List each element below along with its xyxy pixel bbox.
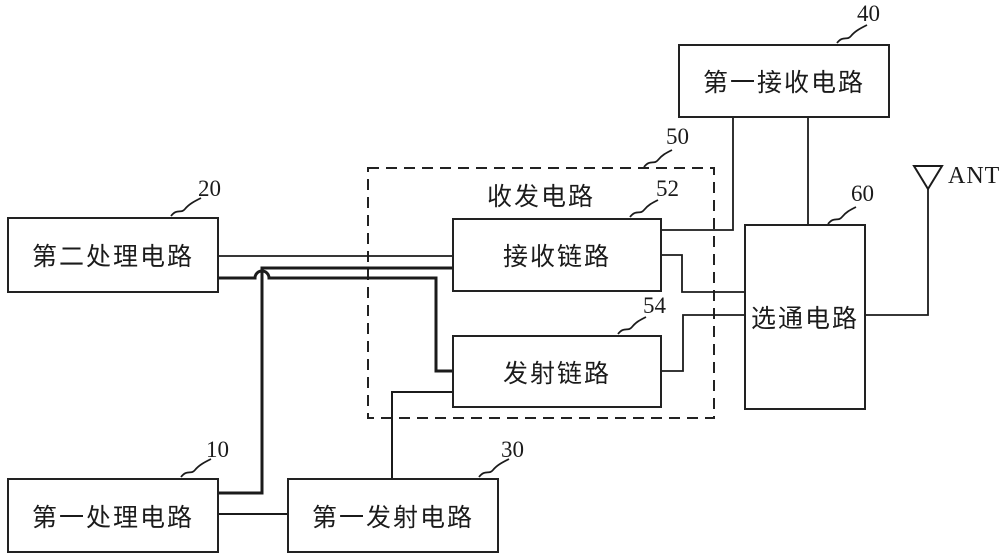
leader-60-squiggle — [827, 206, 857, 225]
block-label: 选通电路 — [750, 306, 859, 333]
leader-50-squiggle — [643, 149, 673, 168]
wire-20-to-54 — [219, 269, 452, 373]
block-label: 第一接收电路 — [702, 70, 865, 97]
block-first-transmit-circuit: 第一发射电路 — [287, 478, 499, 553]
ref-number-20: 20 — [198, 176, 221, 201]
leader-54-squiggle — [617, 316, 647, 335]
antenna-icon — [912, 165, 944, 191]
leader-30-squiggle — [478, 458, 510, 478]
ref-number-54: 54 — [643, 293, 666, 318]
ref-number-10: 10 — [206, 437, 229, 462]
block-transmit-chain: 发射链路 — [452, 335, 662, 408]
block-label: 发射链路 — [502, 360, 611, 388]
antenna-label: ANT — [948, 163, 1000, 189]
block-second-processing-circuit: 第二处理电路 — [7, 217, 219, 293]
wire-52-to-40 — [662, 118, 734, 231]
block-label: 第一发射电路 — [311, 504, 474, 532]
group-dashed-border — [367, 167, 715, 419]
wire-52-to-60 — [662, 254, 744, 293]
block-first-processing-circuit: 第一处理电路 — [7, 478, 219, 553]
wire-54-to-60 — [662, 314, 744, 372]
wire-60-to-antenna — [866, 189, 929, 316]
leader-40-squiggle — [836, 24, 868, 44]
ref-number-60: 60 — [851, 181, 874, 206]
block-first-receive-circuit: 第一接收电路 — [678, 44, 890, 118]
ref-number-50: 50 — [666, 124, 689, 149]
block-label: 第一处理电路 — [31, 504, 194, 532]
block-label: 接收链路 — [502, 244, 611, 271]
group-transceiver-circuit-label: 收发电路 — [486, 184, 595, 211]
wire-10-to-52 — [219, 266, 452, 495]
leader-10-squiggle — [180, 458, 212, 478]
ref-number-40: 40 — [857, 1, 880, 26]
block-receive-chain: 接收链路 — [452, 218, 662, 292]
leader-20-squiggle — [170, 197, 202, 217]
block-gating-circuit: 选通电路 — [744, 224, 866, 410]
ref-number-52: 52 — [656, 176, 679, 201]
block-label: 第二处理电路 — [31, 244, 194, 271]
wire-30-to-54 — [391, 391, 452, 478]
ref-number-30: 30 — [501, 437, 524, 462]
leader-52-squiggle — [629, 199, 659, 218]
